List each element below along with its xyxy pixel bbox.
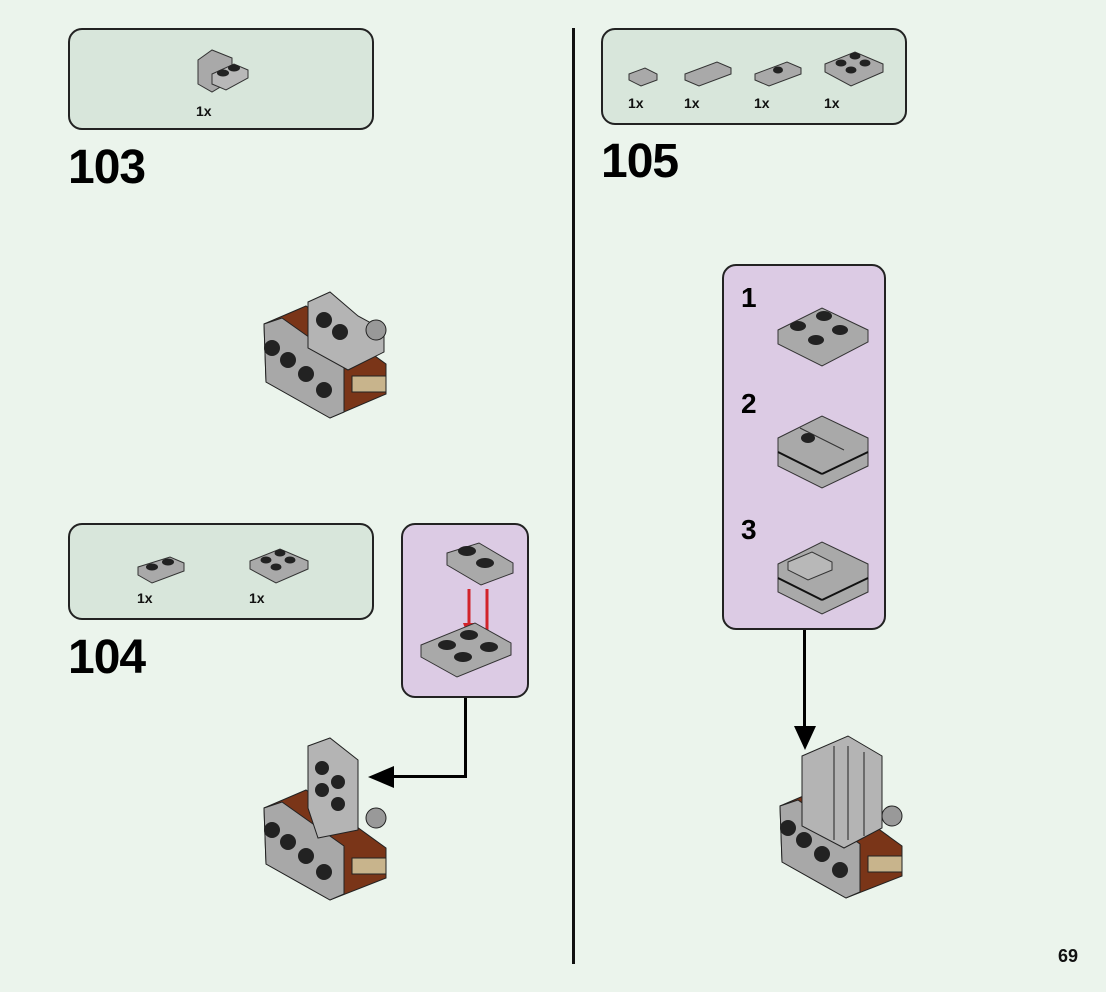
assembly-103-model [263,291,387,419]
part-qty: 1x [628,95,644,111]
subassembly-105: 1 2 3 [722,264,886,630]
part-qty: 1x [249,590,265,606]
bracket-part-icon [197,49,249,93]
step-number-104: 104 [68,631,146,684]
part-qty: 1x [196,103,212,119]
part-qty: 1x [137,590,153,606]
subassembly-104-diagram [420,542,514,678]
plate-1x2-part-icon [137,556,185,584]
callout-line-105 [803,630,806,730]
callout-line-104 [464,698,467,778]
parts-list-104: 1x 1x [68,523,374,620]
tile-1x2-part-icon [684,61,732,87]
assembly-105-model [779,735,903,899]
jumper-plate-part-icon [754,61,802,87]
substep-number-1: 1 [741,282,757,313]
parts-list-105: 1x 1x 1x 1x [601,28,907,125]
column-divider [572,28,575,964]
arrow-icon [368,766,394,788]
parts-list-103: 1x [68,28,374,130]
substep-2-diagram [777,415,869,489]
tile-1x1-part-icon [628,67,658,87]
part-qty: 1x [754,95,770,111]
substep-3-diagram [777,541,869,615]
arrow-icon [794,726,816,750]
part-qty: 1x [824,95,840,111]
page-number: 69 [1057,946,1078,966]
assembly-104-model [263,737,387,901]
subassembly-104 [401,523,529,698]
step-number-103: 103 [68,141,146,194]
part-qty: 1x [684,95,700,111]
callout-line-104 [386,775,467,778]
step-number-105: 105 [601,135,679,188]
substep-number-2: 2 [741,388,757,419]
substep-number-3: 3 [741,514,757,545]
substep-1-diagram [777,307,869,367]
plate-2x2-part-icon [824,51,884,87]
plate-2x2-part-icon [249,548,309,584]
